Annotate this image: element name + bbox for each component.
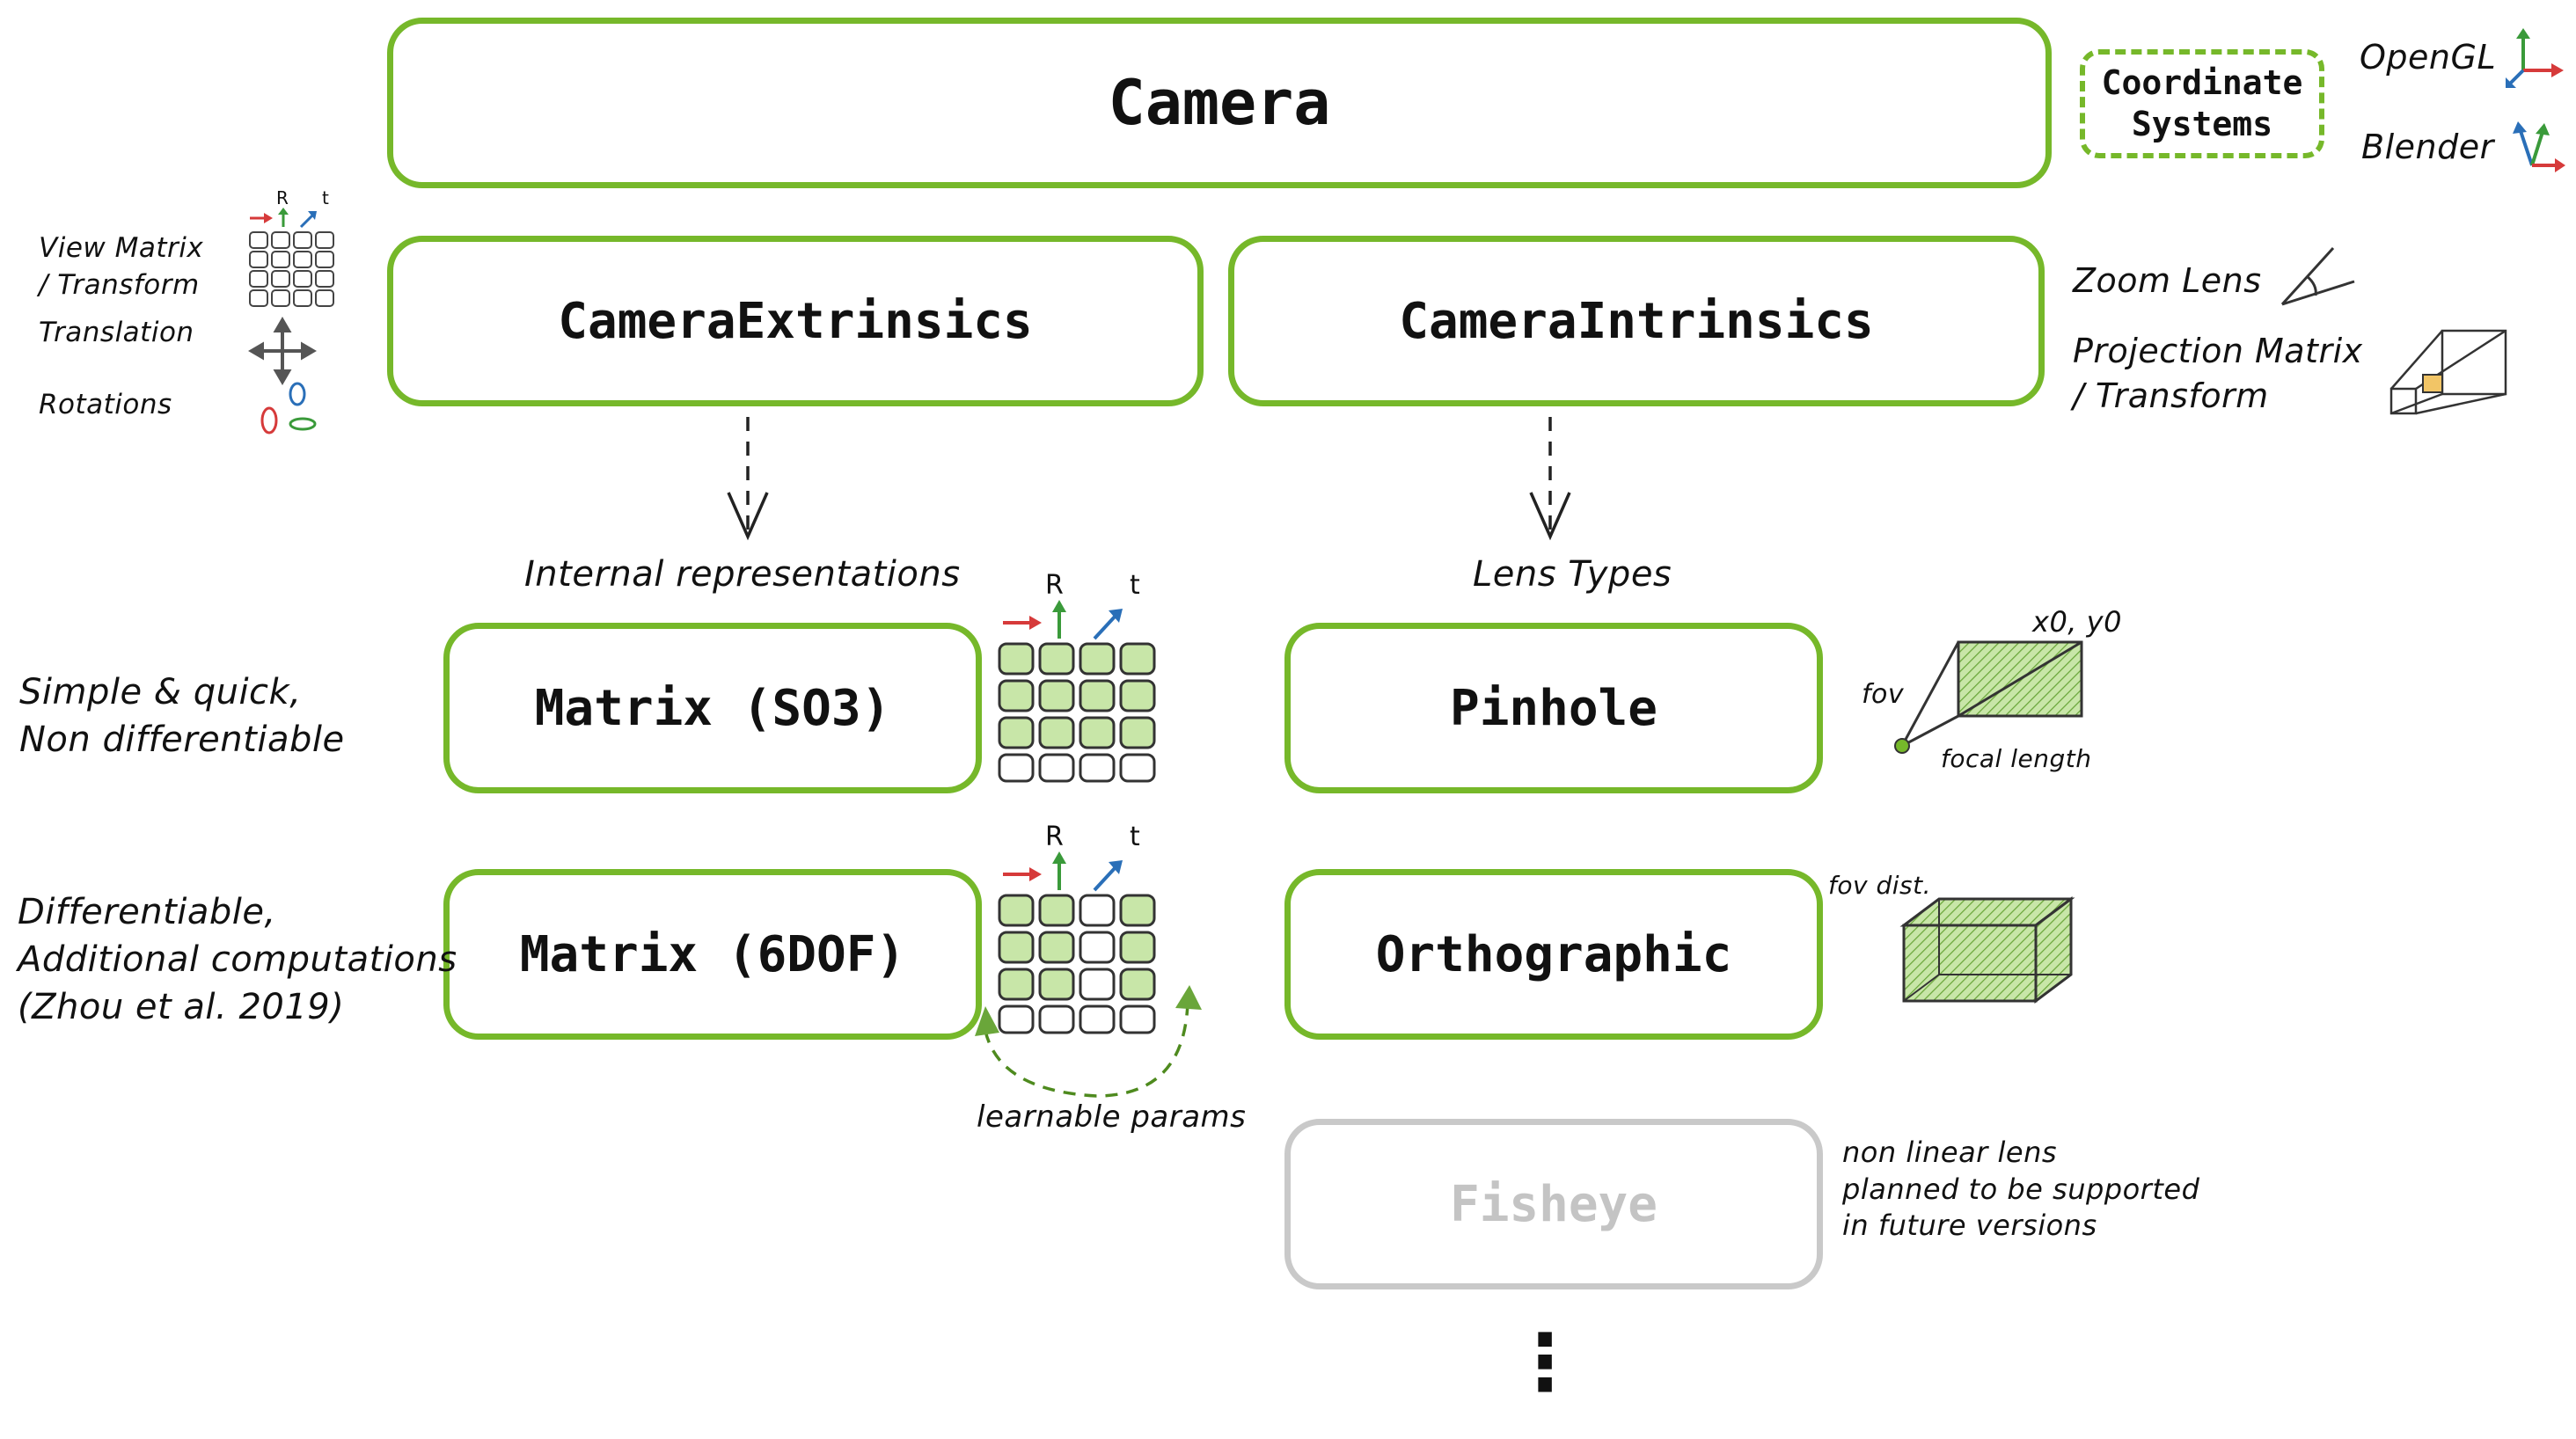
camera-extrinsics-label: CameraExtrinsics bbox=[558, 292, 1033, 350]
camera-intrinsics-label: CameraIntrinsics bbox=[1399, 292, 1874, 350]
lens-types-heading: Lens Types bbox=[1473, 554, 1672, 595]
matrix-6dof-label: Matrix (6DOF) bbox=[519, 925, 906, 983]
learnable-params-arrow bbox=[975, 985, 1202, 1098]
small-matrix-t-label: t bbox=[322, 187, 329, 208]
fisheye-label: Fisheye bbox=[1449, 1175, 1658, 1233]
more-lens-types-ellipsis: ⋮ bbox=[1506, 1317, 1584, 1407]
pinhole-label: Pinhole bbox=[1449, 679, 1658, 737]
matrix-6dof-box: Matrix (6DOF) bbox=[443, 869, 982, 1040]
opengl-axes-icon bbox=[2506, 28, 2564, 88]
translation-label: Translation bbox=[39, 317, 194, 348]
coordinate-systems-box: Coordinate Systems bbox=[2080, 49, 2324, 158]
zoom-lens-icon bbox=[2280, 246, 2355, 306]
orthographic-box-icon bbox=[1899, 896, 2075, 1004]
pinhole-fov-label: fov bbox=[1862, 679, 1905, 710]
blender-axes-icon bbox=[2513, 121, 2565, 172]
fisheye-note: non linear lens planned to be supported … bbox=[1842, 1136, 2200, 1243]
rotations-icon bbox=[260, 382, 317, 435]
simple-quick-note: Simple & quick, Non differentiable bbox=[19, 672, 345, 760]
coordinate-systems-label: Coordinate Systems bbox=[2101, 62, 2303, 144]
rotations-label: Rotations bbox=[39, 389, 172, 420]
pinhole-frustum-icon bbox=[1894, 640, 2083, 754]
pinhole-x0y0-label: x0, y0 bbox=[2032, 605, 2122, 639]
camera-intrinsics-box: CameraIntrinsics bbox=[1228, 236, 2045, 406]
so3-matrix-t-label: t bbox=[1130, 570, 1140, 601]
intrinsics-down-arrow bbox=[1529, 417, 1571, 541]
camera-extrinsics-box: CameraExtrinsics bbox=[387, 236, 1204, 406]
orthographic-box: Orthographic bbox=[1284, 869, 1823, 1040]
zoom-lens-label: Zoom Lens bbox=[2073, 261, 2262, 300]
6dof-matrix-R-label: R bbox=[1045, 822, 1064, 852]
pinhole-box: Pinhole bbox=[1284, 623, 1823, 793]
translation-arrows-icon bbox=[248, 317, 317, 385]
view-matrix-label: View Matrix / Transform bbox=[39, 232, 204, 301]
internal-representations-heading: Internal representations bbox=[524, 554, 961, 595]
opengl-label: OpenGL bbox=[2360, 38, 2497, 77]
camera-box-label: Camera bbox=[1108, 67, 1331, 139]
learnable-params-label: learnable params bbox=[977, 1099, 1247, 1135]
small-view-matrix-icon bbox=[249, 208, 334, 307]
so3-matrix-R-label: R bbox=[1045, 570, 1064, 601]
fisheye-box: Fisheye bbox=[1284, 1119, 1823, 1289]
differentiable-note: Differentiable, Additional computations … bbox=[18, 892, 457, 1027]
extrinsics-down-arrow bbox=[727, 417, 769, 541]
pinhole-focal-length-label: focal length bbox=[1941, 744, 2092, 773]
so3-matrix-grid-icon bbox=[998, 600, 1156, 783]
6dof-matrix-grid-icon bbox=[998, 851, 1156, 1034]
small-matrix-R-label: R bbox=[276, 187, 289, 208]
6dof-matrix-t-label: t bbox=[1130, 822, 1140, 852]
projection-frustum-icon bbox=[2389, 329, 2507, 415]
matrix-so3-box: Matrix (SO3) bbox=[443, 623, 982, 793]
matrix-so3-label: Matrix (SO3) bbox=[534, 679, 891, 737]
projection-matrix-label: Projection Matrix / Transform bbox=[2073, 332, 2363, 416]
camera-box: Camera bbox=[387, 18, 2052, 188]
orthographic-label: Orthographic bbox=[1375, 925, 1732, 983]
ortho-fov-dist-label: fov dist. bbox=[1828, 871, 1931, 900]
blender-label: Blender bbox=[2361, 128, 2494, 166]
